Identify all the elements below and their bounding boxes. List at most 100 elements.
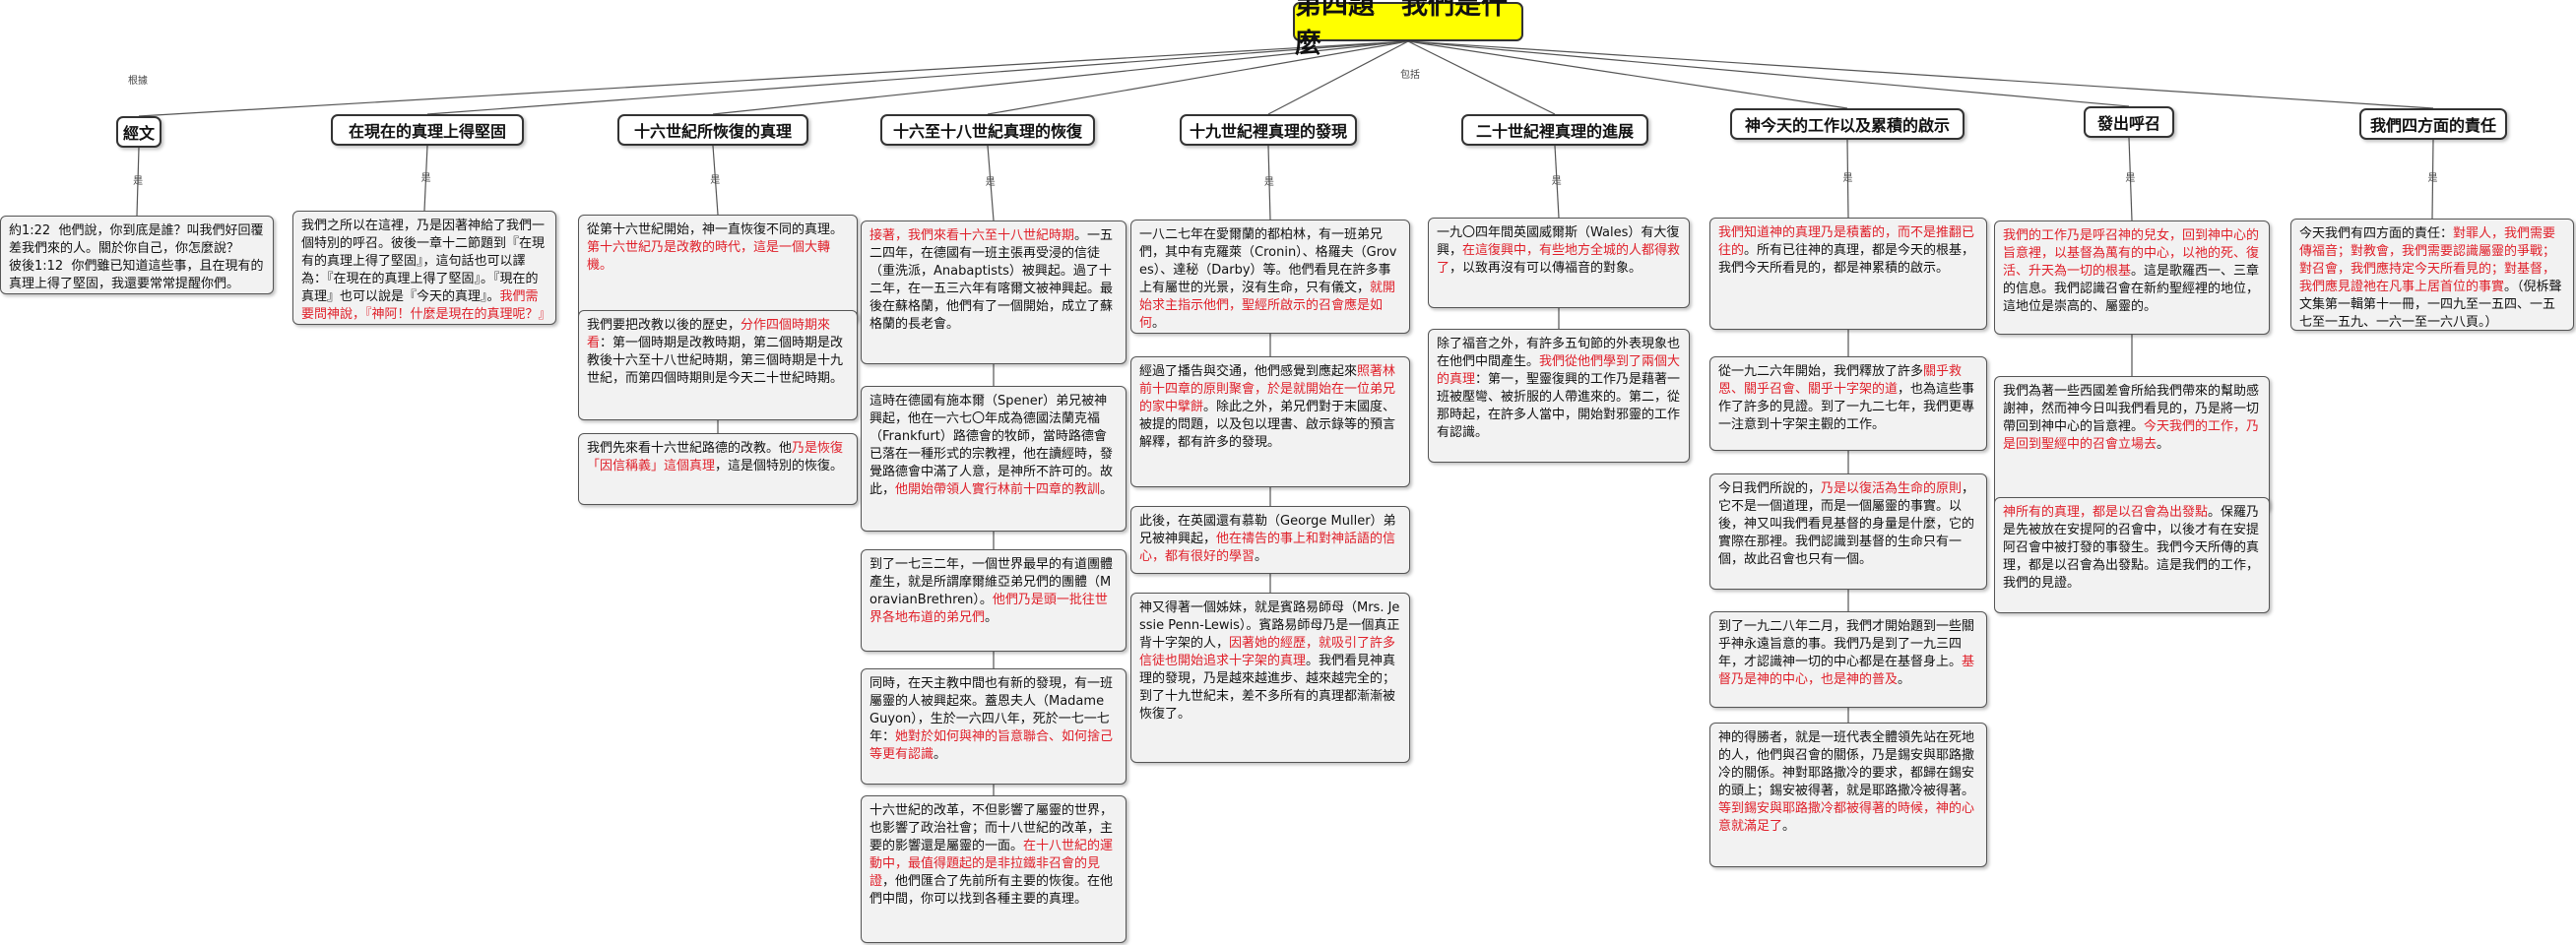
- highlight-text: 乃是以復活為生命的原則: [1821, 481, 1963, 496]
- connector-line: [2431, 139, 2434, 220]
- highlight-text: 對罪人，我們需要傳福音；對教會，我們需要認識屬靈的爭戰；對召會，我們應持定今天所…: [2299, 226, 2556, 294]
- branch-2-title[interactable]: 在現在的真理上得堅固: [331, 114, 524, 146]
- label-is: 是: [1263, 176, 1274, 188]
- note-text: 今天我們有四方面的責任：: [2299, 226, 2454, 241]
- note-box[interactable]: 經過了播告與交通，他們感覺到應起來照著林前十四章的原則聚會，於是就開始在一位弟兄…: [1130, 356, 1410, 487]
- connector-line: [1407, 40, 2434, 109]
- highlight-text: 接著，我們來看十六至十八世紀時期: [869, 228, 1075, 243]
- branch-7-title[interactable]: 神今天的工作以及累積的啟示: [1730, 108, 1964, 140]
- note-box[interactable]: 今天我們有四方面的責任：對罪人，我們需要傳福音；對教會，我們需要認識屬靈的爭戰；…: [2290, 219, 2574, 331]
- highlight-text: 他開始帶領人實行林前十四章的教訓: [895, 482, 1101, 497]
- note-box[interactable]: 神所有的真理，都是以召會為出發點。保羅乃是先被放在安提阿的召會中，以後才有在安提…: [1994, 497, 2270, 613]
- highlight-text: 分作四個時期來看: [587, 318, 831, 350]
- branch-3-title[interactable]: 十六世紀所恢復的真理: [617, 114, 808, 146]
- highlight-text: 在這復興中，有些地方全城的人都得救了: [1437, 243, 1681, 276]
- note-text: ，它不是一個道理，而是一個屬靈的事實。以後，神又叫我們看見基督的身量是什麼，它的…: [1718, 481, 1975, 567]
- highlight-text: 他們乃是頭一批往世界各地布道的弟兄們: [869, 593, 1108, 625]
- note-box[interactable]: 今日我們所說的，乃是以復活為生命的原則，它不是一個道理，而是一個屬靈的事實。以後…: [1709, 473, 1987, 590]
- note-text: 。: [934, 747, 947, 762]
- note-box[interactable]: 神又得著一個姊妹，就是賓路易師母（Mrs. Jessie Penn-Lewis）…: [1130, 593, 1410, 763]
- note-box[interactable]: 神的得勝者，就是一班代表全體領先站在死地的人，他們與召會的關係，乃是錫安與耶路撒…: [1709, 723, 1987, 867]
- label-is: 是: [985, 177, 996, 189]
- label-includes: 包括: [1400, 70, 1420, 81]
- highlight-text: 第十六世紀乃是改教的時代，這是一個大轉機。: [587, 240, 831, 273]
- highlight-text: 今天我們的工作，乃是回到聖經中的召會立場去: [2003, 419, 2260, 452]
- note-box[interactable]: 十六世紀的改革，不但影響了屬靈的世界，也影響了政治社會；而十八世紀的改革，主要的…: [861, 795, 1127, 943]
- label-basis: 根據: [128, 76, 148, 87]
- note-box[interactable]: 除了福音之外，有許多五旬節的外表現象也在他們中間產生。我們從他們學到了兩個大的真…: [1428, 329, 1690, 463]
- connector-line: [712, 145, 719, 216]
- note-text: 神又得著一個姊妹，就是賓路易師母（Mrs. Jessie Penn-Lewis）…: [1139, 600, 1400, 651]
- label-is: 是: [1842, 172, 1853, 184]
- note-text: 這時在德國有施本爾（Spener）弟兄被神興起，他在一六七〇年成為德國法蘭克福（…: [869, 394, 1114, 497]
- note-text: 我們先來看十六世紀路德的改教。他: [587, 441, 793, 456]
- note-text: ，以致再沒有可以傳福音的對象。: [1449, 261, 1642, 276]
- note-box[interactable]: 我們之所以在這裡，乃是因著神給了我們一個特別的呼召。彼後一章十二節題到『在現有的…: [292, 211, 556, 325]
- highlight-text: 基督乃是神的中心，也是神的普及: [1718, 655, 1975, 687]
- note-text: 。所有已往神的真理，都是今天的根基，我們今天所看見的，都是神累積的啟示。: [1718, 243, 1975, 276]
- connector-line: [1407, 40, 1848, 109]
- connector-line: [1407, 40, 2130, 107]
- branch-9-title[interactable]: 我們四方面的責任: [2359, 108, 2507, 140]
- note-box[interactable]: 約1:22 他們說，你到底是誰？叫我們好回覆差我們來的人。關於你自己，你怎麼說？…: [0, 216, 274, 294]
- note-box[interactable]: 我們先來看十六世紀路德的改教。他乃是恢復「因信稱義」這個真理，這是個特別的恢復。: [578, 433, 858, 505]
- note-text: ：第一，聖靈復興的工作乃是藉著一班被壓彎、被折服的人帶進來的。第二，從那時起，在…: [1437, 372, 1681, 440]
- label-is: 是: [710, 174, 721, 186]
- note-box[interactable]: 接著，我們來看十六至十八世紀時期。一五二四年，在德國有一班主張再受浸的信徒（重洗…: [861, 220, 1127, 364]
- highlight-text: 我們從他們學到了兩個大的真理: [1437, 354, 1681, 387]
- note-text: 。: [1255, 549, 1268, 564]
- highlight-text: 我們知道神的真理乃是積蓄的，而不是推翻已往的: [1718, 225, 1975, 258]
- note-box[interactable]: 一九〇四年間英國威爾斯（Wales）有大復興，在這復興中，有些地方全城的人都得救…: [1428, 218, 1690, 308]
- note-text: 。: [1782, 819, 1796, 834]
- connector-line: [987, 145, 995, 221]
- connector-line: [1267, 145, 1271, 220]
- note-text: 到了一七三二年，一個世界最早的有道團體產生，就是所謂摩爾維亞弟兄們的團體（Mor…: [869, 557, 1114, 607]
- note-text: ，這是個特別的恢復。: [715, 459, 844, 473]
- note-box[interactable]: 此後，在英國還有慕勒（George Muller）弟兄被神興起，他在禱告的事上和…: [1130, 506, 1410, 574]
- connector-line: [987, 40, 1409, 115]
- note-box[interactable]: 一八二七年在愛爾蘭的都柏林，有一班弟兄們，其中有克羅萊（Cronin）、格羅夫（…: [1130, 220, 1410, 334]
- note-text: 。: [1152, 316, 1166, 331]
- note-text: 同時，在天主教中間也有新的發現，有一班屬靈的人被興起來。蓋恩夫人（Madame …: [869, 676, 1114, 744]
- note-box[interactable]: 同時，在天主教中間也有新的發現，有一班屬靈的人被興起來。蓋恩夫人（Madame …: [861, 668, 1127, 785]
- note-text: 。這是歌羅西一、三章的信息。我們認識召會在新約聖經裡的地位，這地位是崇高的、屬靈…: [2003, 264, 2260, 314]
- note-text: 。: [2157, 437, 2170, 452]
- connector-line: [1846, 139, 1849, 219]
- note-box[interactable]: 我們的工作乃是呼召神的兒女，回到神中心的旨意裡，以基督為萬有的中心，以祂的死、復…: [1994, 220, 2270, 335]
- note-box[interactable]: 到了一七三二年，一個世界最早的有道團體產生，就是所謂摩爾維亞弟兄們的團體（Mor…: [861, 549, 1127, 652]
- note-box[interactable]: 我們要把改教以後的歷史，分作四個時期來看：第一個時期是改教時期，第二個時期是改教…: [578, 310, 858, 420]
- note-text: 除了福音之外，有許多五旬節的外表現象也在他們中間產生。: [1437, 337, 1681, 369]
- root-topic[interactable]: 第四題 我們是什麼: [1293, 0, 1523, 59]
- highlight-text: 等到錫安與耶路撒冷都被得著的時候，神的心意就滿足了: [1718, 801, 1975, 834]
- note-text: 神的得勝者，就是一班代表全體領先站在死地的人，他們與召會的關係，乃是錫安與耶路撒…: [1718, 730, 1975, 798]
- branch-6-title[interactable]: 二十世紀裡真理的進展: [1461, 114, 1648, 146]
- highlight-text: 我們需要問神說，『神阿！什麼是現在的真理呢？』: [301, 289, 551, 322]
- note-text: 。我們看見神真理的發現，乃是越來越進步、越來越完全的；到了十九世紀末，差不多所有…: [1139, 654, 1396, 722]
- highlight-text: 關乎救恩、關乎召會、關乎十字架的道: [1718, 364, 1963, 397]
- note-box[interactable]: 從一九二六年開始，我們釋放了許多關乎救恩、關乎召會、關乎十字架的道，也為這些事作…: [1709, 356, 1987, 451]
- note-box[interactable]: 我們知道神的真理乃是積蓄的，而不是推翻已往的。所有已往神的真理，都是今天的根基，…: [1709, 218, 1987, 330]
- note-box[interactable]: 這時在德國有施本爾（Spener）弟兄被神興起，他在一六七〇年成為德國法蘭克福（…: [861, 386, 1127, 532]
- note-text: 。保羅乃是先被放在安提阿的召會中，以後才有在安提阿召會中被打發的事發生。我們今天…: [2003, 505, 2260, 591]
- highlight-text: 我們的工作乃是呼召神的兒女，回到神中心的旨意裡，以基督為萬有的中心，以祂的死、復…: [2003, 228, 2260, 279]
- note-box[interactable]: 從第十六世紀開始，神一直恢復不同的真理。第十六世紀乃是改教的時代，這是一個大轉機…: [578, 215, 858, 323]
- note-text: 一九〇四年間英國威爾斯（Wales）有大復興，: [1437, 225, 1680, 258]
- note-text: 到了一九二八年二月，我們才開始題到一些關乎神永遠旨意的事。我們乃是到了一九三四年…: [1718, 619, 1975, 669]
- note-box[interactable]: 我們為著一些西國差會所給我們帶來的幫助感謝神，然而神今日叫我們看見的，乃是將一切…: [1994, 376, 2270, 512]
- highlight-text: 她對於如何與神的旨意聯合、如何捨己等更有認識: [869, 729, 1114, 762]
- note-text: 。: [1898, 672, 1911, 687]
- note-text: 約1:22 他們說，你到底是誰？叫我們好回覆差我們來的人。關於你自己，你怎麼說？…: [9, 223, 264, 291]
- highlight-text: 他在禱告的事上和對神話語的信心，都有很好的學習: [1139, 532, 1396, 564]
- branch-5-title[interactable]: 十九世紀裡真理的發現: [1180, 114, 1357, 146]
- branch-4-title[interactable]: 十六至十八世紀真理的恢復: [880, 114, 1095, 146]
- note-text: 十六世紀的改革，不但影響了屬靈的世界，也影響了政治社會；而十八世紀的改革，主要的…: [869, 803, 1114, 853]
- note-text: 。一五二四年，在德國有一班主張再受浸的信徒（重洗派，Anabaptists）被興…: [869, 228, 1114, 332]
- connector-line: [2128, 137, 2133, 221]
- highlight-text: 神所有的真理，都是以召會為出發點: [2003, 505, 2209, 520]
- branch-1-title[interactable]: 經文: [116, 116, 161, 148]
- note-box[interactable]: 到了一九二八年二月，我們才開始題到一些關乎神永遠旨意的事。我們乃是到了一九三四年…: [1709, 611, 1987, 708]
- branch-8-title[interactable]: 發出呼召: [2084, 106, 2174, 138]
- note-text: 從第十六世紀開始，神一直恢復不同的真理。: [587, 222, 844, 237]
- connector-line: [712, 40, 1409, 115]
